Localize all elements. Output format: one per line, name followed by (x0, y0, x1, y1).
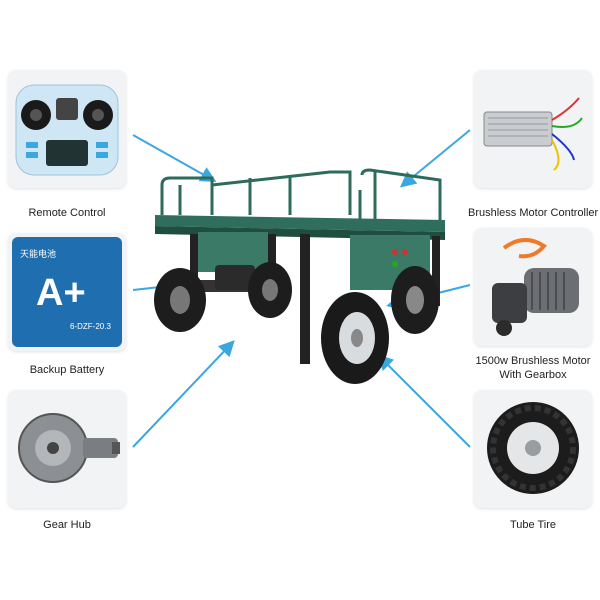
utility-cart-image (154, 168, 445, 384)
backup-battery-label: Backup Battery (29, 364, 105, 376)
motor-controller-card (474, 70, 592, 188)
gear-hub-label: Gear Hub (43, 519, 91, 531)
motor-gearbox-icon (492, 238, 579, 336)
tube-tire-card (474, 390, 592, 508)
motor-gearbox-label: 1500w Brushless Motor With Gearbox (468, 354, 598, 382)
motor-gearbox-card (474, 228, 592, 346)
battery-brand-text: 天能电池 (20, 248, 56, 260)
battery-grade-text: A+ (36, 272, 86, 314)
motor-gearbox-label-line1: 1500w Brushless Motor (475, 355, 591, 367)
gear-hub-icon (18, 413, 120, 483)
backup-battery-card: 天能电池 A+ 6-DZF-20.3 (8, 233, 126, 351)
gear-hub-card (8, 390, 126, 508)
battery-model-text: 6-DZF-20.3 (70, 322, 111, 331)
remote-control-icon (15, 84, 119, 176)
motor-controller-label: Brushless Motor Controller (468, 207, 599, 219)
remote-control-label: Remote Control (28, 207, 106, 219)
battery-icon: 天能电池 A+ 6-DZF-20.3 (12, 237, 122, 347)
tube-tire-label: Tube Tire (509, 519, 557, 531)
motor-gearbox-label-line2: With Gearbox (499, 369, 567, 381)
remote-control-card (8, 70, 126, 188)
tire-icon (487, 402, 579, 494)
motor-controller-icon (483, 97, 583, 171)
